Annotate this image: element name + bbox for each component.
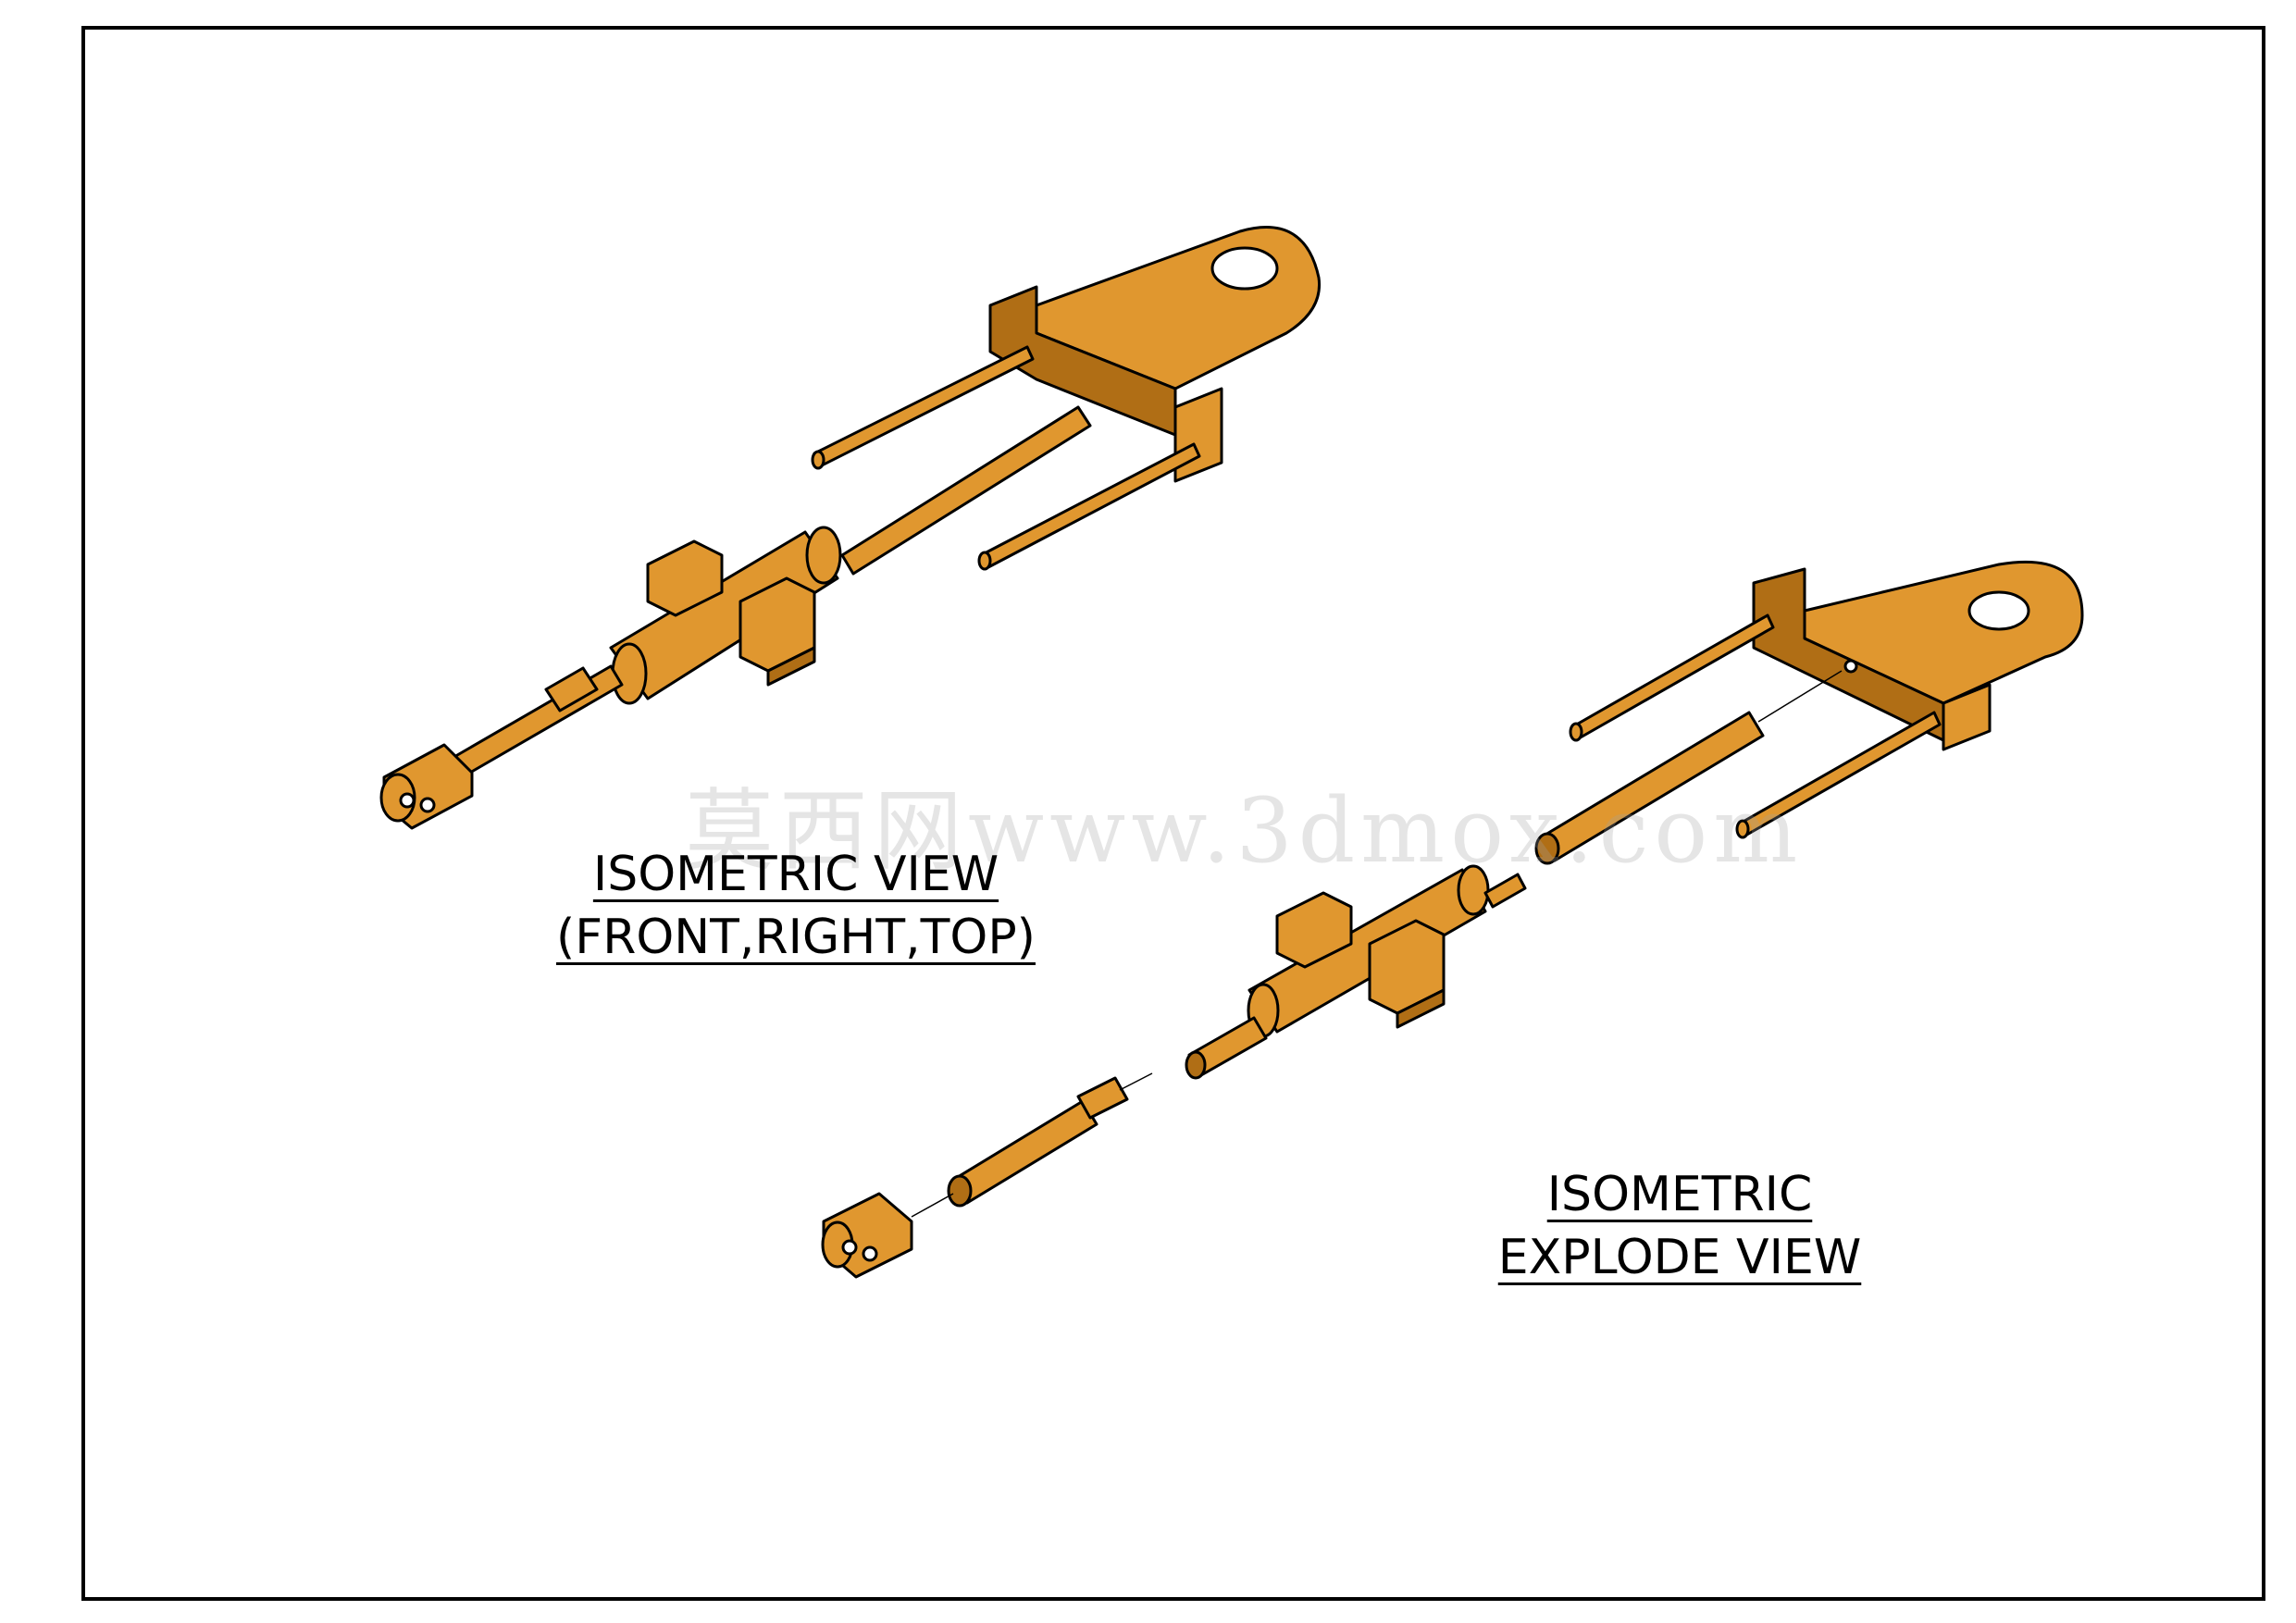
assembled-cylinder [379,226,1322,830]
drawing-border [81,26,2265,1601]
exploded-cylinder [821,560,2084,1279]
isometric-view-subtitle: (FRONT,RIGHT,TOP) [556,909,1036,965]
guide-rod-upper [813,345,1035,467]
piston-rod [840,405,1092,576]
exp-mount-block-upper [1275,891,1353,969]
mount-block-upper [646,539,724,617]
isometric-view-label: ISOMETRIC VIEW (FRONT,RIGHT,TOP) [490,844,1101,969]
watermark: 莫西网www.3dmox.com [685,779,1804,883]
exp-front-rod [951,1099,1098,1205]
isometric-view-title: ISOMETRIC VIEW [592,847,999,902]
explode-view-subtitle: EXPLODE VIEW [1497,1229,1862,1285]
bracket-hole [1210,246,1279,291]
explode-view-title: ISOMETRIC [1546,1167,1813,1222]
exp-bracket-hole [1967,590,2030,631]
explode-view-label: ISOMETRIC EXPLODE VIEW [1471,1164,1888,1289]
